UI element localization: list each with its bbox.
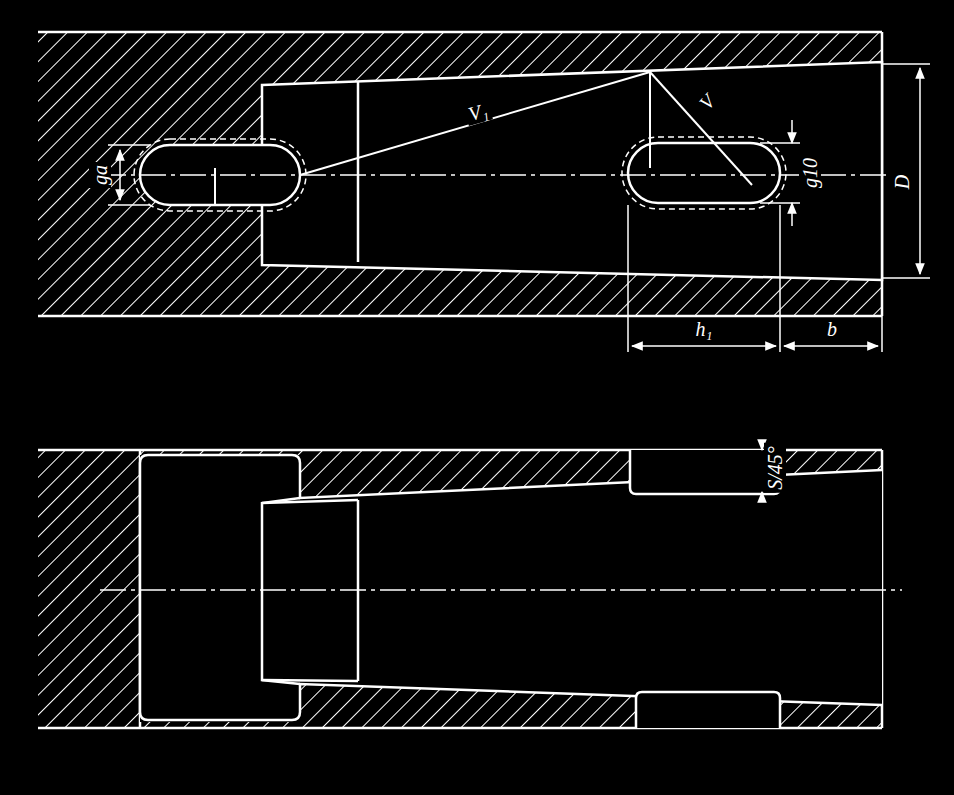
dimension-label: V₁ [463,98,493,126]
dimension-label: V [693,88,722,116]
top-section [38,32,930,352]
dimension-label: S/45° [764,443,786,493]
dimension-label: h₁ [693,318,716,340]
dimension-label: b [824,318,840,340]
dimension-label: D [891,172,913,192]
dimension-label: ga [89,162,111,188]
dimension-label: g10 [799,155,821,191]
bottom-section [38,440,902,728]
